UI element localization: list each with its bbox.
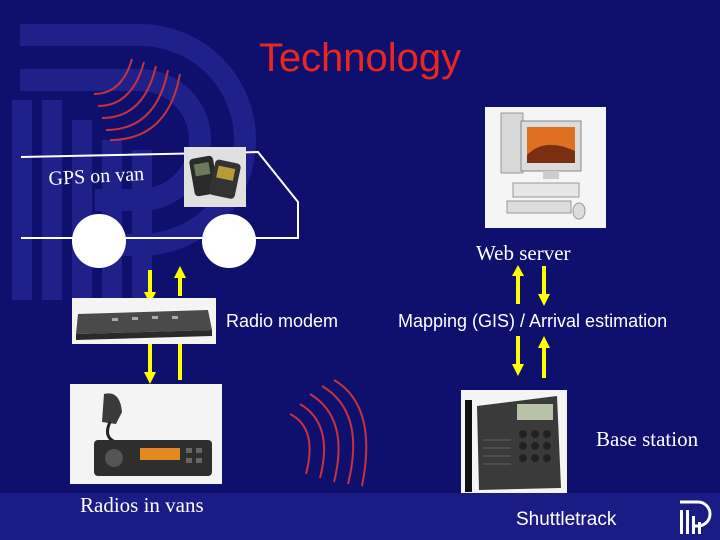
double-arrow-icon <box>512 336 550 378</box>
radio-wave-icon <box>93 58 181 141</box>
base-station-image <box>461 390 567 496</box>
base-station-label: Base station <box>596 427 699 451</box>
web-server-image <box>485 107 606 228</box>
web-server-label: Web server <box>476 241 571 265</box>
van-wheel-rear <box>202 214 256 268</box>
gps-device-image <box>184 147 246 207</box>
van-wheel-front <box>72 214 126 268</box>
footer-bar <box>0 493 720 540</box>
slide-title: Technology <box>258 36 462 80</box>
radio-modem-label: Radio modem <box>226 311 339 331</box>
mapping-label: Mapping (GIS) / Arrival estimation <box>398 311 668 331</box>
radio-modem-image <box>72 298 216 344</box>
radio-wave-icon <box>289 379 368 487</box>
background-logo <box>12 24 256 300</box>
radios-label: Radios in vans <box>80 493 204 517</box>
van-radio-image <box>70 384 222 484</box>
double-arrow-icon <box>512 265 550 306</box>
van-outline <box>20 150 299 268</box>
logo-icon <box>676 496 714 536</box>
footer-brand: Shuttletrack <box>516 509 617 530</box>
